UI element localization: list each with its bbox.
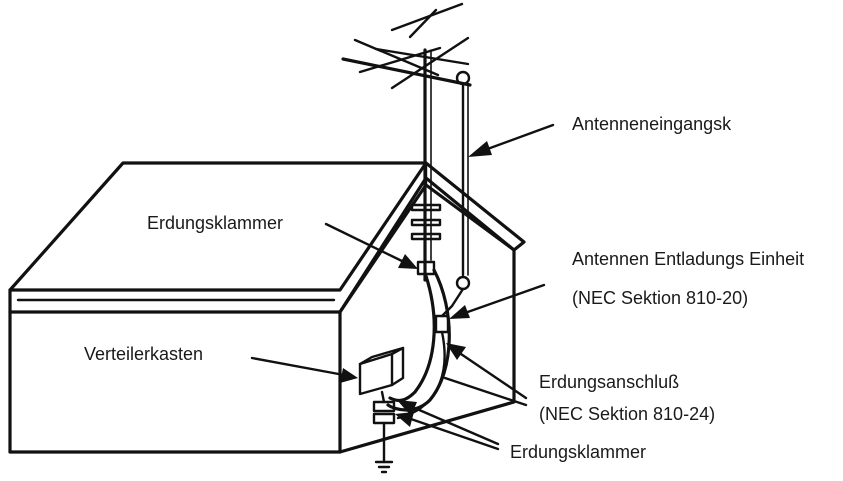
mast-bracket-3	[410, 232, 442, 241]
arrow-distribution-box	[250, 356, 346, 377]
label-distribution-box: Verteilerkasten	[84, 344, 203, 364]
label-ground-clamp-bottom: Erdungsklammer	[510, 442, 646, 462]
mast-ground-clamp	[416, 260, 436, 276]
arrowhead-antenna-lead-in	[468, 141, 492, 157]
antenna-element-3	[358, 46, 442, 74]
distribution-box	[358, 346, 405, 396]
ground-symbol	[374, 460, 394, 474]
label-antenna-lead-in: Antenneneingangsk	[572, 114, 732, 134]
roof-eave	[8, 161, 428, 292]
antenna	[341, 2, 472, 291]
lead-in-insulator-lower	[455, 275, 471, 291]
labels: Antenneneingangsk Erdungsklammer Antenne…	[84, 114, 804, 462]
box-ground-wire	[380, 390, 386, 404]
arrowhead-ground-clamp-top	[398, 254, 418, 269]
arrowhead-grounding-conductor-1	[446, 343, 466, 360]
mast-bracket-1	[410, 203, 442, 212]
bottom-ground-clamp-1	[372, 400, 396, 413]
arrow-grounding-conductor-1	[456, 350, 528, 400]
bottom-ground-clamp-2	[372, 412, 396, 425]
antenna-element-4	[390, 36, 470, 90]
label-ground-clamp-top: Erdungsklammer	[147, 213, 283, 233]
discharge-unit	[434, 314, 450, 334]
antenna-element-2	[374, 47, 470, 66]
pointer-arrows	[250, 123, 555, 451]
label-grounding-conductor-line1: Erdungsanschluß	[539, 372, 679, 392]
arrow-grounding-conductor-2	[443, 376, 528, 407]
mast-bracket-2	[410, 218, 442, 227]
antenna-boom	[341, 57, 472, 87]
label-grounding-conductor-line2: (NEC Sektion 810-24)	[539, 404, 715, 424]
front-wall	[8, 310, 342, 454]
arrow-ground-clamp-bottom-1	[408, 404, 500, 446]
arrow-ground-clamp-bottom-2	[406, 416, 500, 451]
arrowhead-ground-clamp-bottom-1	[397, 400, 417, 416]
arrow-discharge-unit	[460, 283, 546, 316]
arrowhead-distribution-box	[340, 368, 358, 383]
arrowhead-discharge-unit	[449, 305, 470, 319]
arrow-ground-clamp-top	[324, 222, 406, 264]
antenna-element-top2	[390, 2, 464, 32]
arrow-antenna-lead-in	[480, 123, 555, 153]
arrowhead-ground-clamp-bottom-2	[395, 412, 414, 427]
discharge-lead	[440, 287, 465, 318]
side-wall	[338, 183, 516, 454]
label-discharge-unit-line1: Antennen Entladungs Einheit	[572, 249, 804, 269]
label-discharge-unit-line2: (NEC Sektion 810-20)	[572, 288, 748, 308]
